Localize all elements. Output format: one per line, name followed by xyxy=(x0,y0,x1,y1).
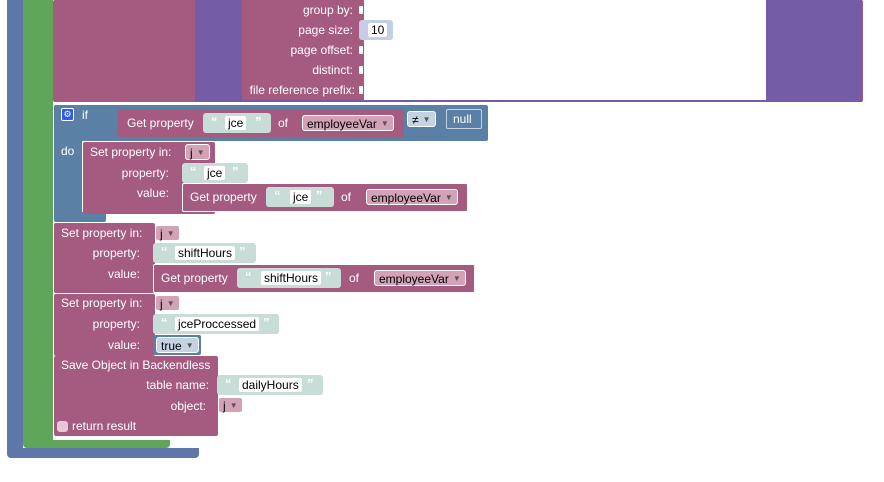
property-label: property: xyxy=(92,246,140,260)
property-name-shifthours[interactable]: shiftHours xyxy=(175,246,236,260)
table-name-text-block[interactable]: “ dailyHours ” xyxy=(217,375,323,395)
property-label: property: xyxy=(121,166,169,180)
page-offset-input[interactable] xyxy=(359,46,363,54)
page-size-label: page size: xyxy=(298,23,353,37)
value-label: value: xyxy=(136,186,169,200)
chevron-down-icon: ▼ xyxy=(185,341,194,350)
of-label: of xyxy=(349,271,360,285)
close-quote-icon: ” xyxy=(232,164,239,179)
if-property-name[interactable]: jce xyxy=(225,116,247,130)
open-quote-icon: “ xyxy=(274,188,281,203)
if-operator: ≠ xyxy=(412,113,419,127)
if-operator-dropdown[interactable]: ≠▼ xyxy=(407,111,436,127)
table-name-label: table name: xyxy=(146,378,209,392)
set-property-in-label: Set property in: xyxy=(61,296,143,310)
save-object-block[interactable] xyxy=(54,356,218,436)
open-quote-icon: “ xyxy=(190,164,197,179)
get-property-label: Get property xyxy=(190,190,257,204)
boolean-dropdown[interactable]: true▼ xyxy=(156,337,199,353)
chevron-down-icon: ▼ xyxy=(196,148,205,157)
property-label: property: xyxy=(92,317,140,331)
if-get-property-label: Get property xyxy=(127,116,194,130)
value-label: value: xyxy=(107,267,140,281)
get-property-text-block-shifthours[interactable]: “ shiftHours ” xyxy=(237,268,341,288)
do-label: do xyxy=(61,144,75,158)
chevron-down-icon: ▼ xyxy=(444,193,453,202)
close-quote-icon: ” xyxy=(316,188,323,203)
chevron-down-icon: ▼ xyxy=(229,401,238,410)
page-size-value[interactable]: 10 xyxy=(368,23,388,37)
open-quote-icon: “ xyxy=(245,269,252,284)
green-loop-inner-strip xyxy=(40,0,53,440)
close-quote-icon: ” xyxy=(263,315,270,330)
if-variable-name: employeeVar xyxy=(307,117,377,131)
close-quote-icon: ” xyxy=(255,114,262,129)
open-quote-icon: “ xyxy=(161,244,168,259)
set-property-target: j xyxy=(160,227,163,241)
group-by-label: group by: xyxy=(302,3,353,17)
set-property-block-shifthours[interactable] xyxy=(54,223,155,293)
get-property-name-jce[interactable]: jce xyxy=(290,190,312,204)
property-name-jceproccessed[interactable]: jceProccessed xyxy=(175,317,260,331)
value-label: value: xyxy=(107,338,140,352)
null-block[interactable]: null xyxy=(446,109,482,129)
set-property-target-dropdown[interactable]: j▼ xyxy=(185,144,210,160)
chevron-down-icon: ▼ xyxy=(452,274,461,283)
get-property-variable: employeeVar xyxy=(371,191,441,205)
close-quote-icon: ” xyxy=(307,376,314,391)
set-property-target: j xyxy=(190,146,193,160)
object-label: object: xyxy=(170,399,206,413)
property-text-block-jceproccessed[interactable]: “ jceProccessed ” xyxy=(153,314,279,334)
null-value: null xyxy=(453,112,472,126)
get-property-label: Get property xyxy=(161,271,228,285)
object-value: j xyxy=(223,399,226,413)
get-property-variable: employeeVar xyxy=(379,272,449,286)
if-variable-dropdown[interactable]: employeeVar▼ xyxy=(302,115,394,131)
file-reference-prefix-label: file reference prefix: xyxy=(249,83,355,97)
of-label: of xyxy=(341,190,352,204)
if-property-text-block[interactable]: “ jce ” xyxy=(203,113,271,133)
if-label: if xyxy=(82,108,88,122)
group-by-input[interactable] xyxy=(359,6,363,14)
distinct-input[interactable] xyxy=(359,66,363,74)
close-quote-icon: ” xyxy=(325,269,332,284)
if-block-bottom-bar xyxy=(54,212,106,222)
set-property-target-dropdown[interactable]: j▼ xyxy=(155,295,180,311)
chevron-down-icon: ▼ xyxy=(380,119,389,128)
table-name-value[interactable]: dailyHours xyxy=(239,378,302,392)
open-quote-icon: “ xyxy=(225,376,232,391)
page-offset-label: page offset: xyxy=(290,43,354,57)
save-object-label: Save Object in Backendless xyxy=(61,358,211,372)
if-block-do-column xyxy=(54,105,82,221)
get-property-variable-dropdown[interactable]: employeeVar▼ xyxy=(366,189,458,205)
get-property-variable-dropdown[interactable]: employeeVar▼ xyxy=(374,270,466,286)
outer-block-inner-strip xyxy=(15,0,23,449)
chevron-down-icon: ▼ xyxy=(422,115,431,124)
query-magenta-column xyxy=(242,0,364,100)
open-quote-icon: “ xyxy=(161,315,168,330)
property-name-jce[interactable]: jce xyxy=(204,166,226,180)
set-property-in-label: Set property in: xyxy=(90,145,172,159)
gear-icon[interactable]: ⚙ xyxy=(61,108,74,121)
return-result-checkbox[interactable] xyxy=(57,421,68,432)
file-reference-prefix-input[interactable] xyxy=(359,86,363,94)
set-property-block-jceproccessed[interactable] xyxy=(54,294,155,356)
boolean-value: true xyxy=(161,339,182,353)
set-property-in-label: Set property in: xyxy=(61,226,143,240)
chevron-down-icon: ▼ xyxy=(166,229,175,238)
property-text-block-shifthours[interactable]: “ shiftHours ” xyxy=(153,243,256,263)
object-dropdown[interactable]: j▼ xyxy=(218,397,243,413)
distinct-label: distinct: xyxy=(312,63,353,77)
get-property-name-shifthours[interactable]: shiftHours xyxy=(261,271,322,285)
close-quote-icon: ” xyxy=(239,244,246,259)
property-text-block-jce[interactable]: “ jce ” xyxy=(182,163,248,183)
query-white-area xyxy=(364,0,766,100)
set-property-target-dropdown[interactable]: j▼ xyxy=(155,225,180,241)
chevron-down-icon: ▼ xyxy=(166,299,175,308)
if-of-label: of xyxy=(278,116,289,130)
set-property-target: j xyxy=(160,297,163,311)
open-quote-icon: “ xyxy=(211,114,218,129)
get-property-text-block-jce[interactable]: “ jce ” xyxy=(266,187,334,207)
return-result-label: return result xyxy=(72,419,137,433)
